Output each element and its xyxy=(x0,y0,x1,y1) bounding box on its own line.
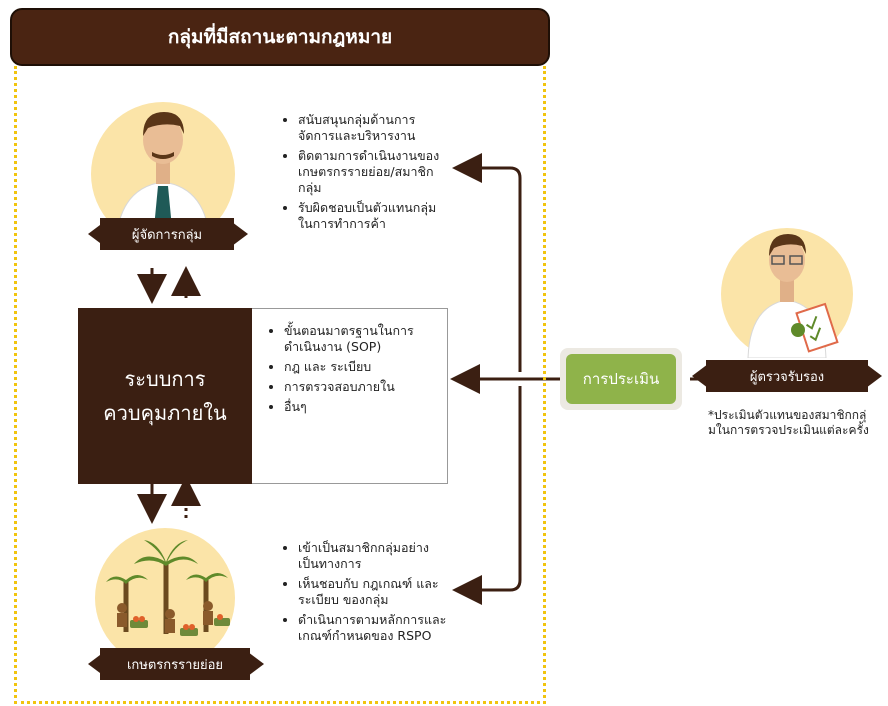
system-bullet: ขั้นตอนมาตรฐานในการดำเนินงาน (SOP) xyxy=(284,323,439,355)
manager-label-ribbon: ผู้จัดการกลุ่ม xyxy=(100,218,234,250)
internal-control-panel: ขั้นตอนมาตรฐานในการดำเนินงาน (SOP) กฎ แล… xyxy=(252,308,448,484)
auditor-note: *ประเมินตัวแทนของสมาชิกกลุ่ มในการตรวจปร… xyxy=(708,408,888,438)
system-title-line1: ระบบการ xyxy=(124,367,206,391)
farmers-ribbon-tail-right xyxy=(248,652,264,676)
manager-bullet: รับผิดชอบเป็นตัวแทนกลุ่มในการทำการค้า xyxy=(298,200,448,232)
group-frame xyxy=(14,66,546,704)
farmers-illustration xyxy=(95,528,235,664)
evaluation-box: การประเมิน xyxy=(566,354,676,404)
system-bullet: กฎ และ ระเบียบ xyxy=(284,359,439,375)
system-title-line2: ควบคุมภายใน xyxy=(103,401,227,425)
auditor-label-ribbon: ผู้ตรวจรับรอง xyxy=(706,360,868,392)
auditor-note-line2: มในการตรวจประเมินแต่ละครั้ง xyxy=(708,423,869,437)
auditor-label: ผู้ตรวจรับรอง xyxy=(749,369,825,385)
arrow-eval-to-manager xyxy=(452,153,522,372)
auditor-illustration xyxy=(721,228,853,358)
system-bullet: การตรวจสอบภายใน xyxy=(284,379,439,395)
farmers-label-ribbon: เกษตรกรรายย่อย xyxy=(100,648,250,680)
farmers-bullets: เข้าเป็นสมาชิกกลุ่มอย่างเป็นทางการ เห็นช… xyxy=(278,540,448,682)
header-title: กลุ่มที่มีสถานะตามกฎหมาย xyxy=(167,26,393,48)
farmers-bullet: ดำเนินการตามหลักการและเกณฑ์กำหนดของ RSPO xyxy=(298,612,448,644)
arrow-eval-to-farmers xyxy=(452,386,522,605)
manager-bullet: ติดตามการดำเนินงานของเกษตรกรรายย่อย/สมาช… xyxy=(298,148,448,196)
manager-bullet: สนับสนุนกลุ่มด้านการจัดการและบริหารงาน xyxy=(298,112,448,144)
auditor-ribbon-tail-right xyxy=(866,364,882,388)
system-bullet: อื่นๆ xyxy=(284,399,439,415)
manager-ribbon-tail-right xyxy=(232,222,248,246)
internal-control-box: ระบบการ ควบคุมภายใน xyxy=(78,308,252,484)
evaluation-label: การประเมิน xyxy=(582,370,660,388)
manager-label: ผู้จัดการกลุ่ม xyxy=(131,227,203,243)
auditor-note-line1: *ประเมินตัวแทนของสมาชิกกลุ่ xyxy=(708,408,867,422)
header-banner: กลุ่มที่มีสถานะตามกฎหมาย xyxy=(10,8,550,66)
manager-bullets: สนับสนุนกลุ่มด้านการจัดการและบริหารงาน ต… xyxy=(278,112,448,236)
farmers-bullet: เห็นชอบกับ กฎเกณฑ์ และ ระเบียบ ของกลุ่ม xyxy=(298,576,448,608)
auditor-ribbon-tail-left xyxy=(692,364,708,388)
farmers-label: เกษตรกรรายย่อย xyxy=(126,657,224,673)
farmers-bullet: เข้าเป็นสมาชิกกลุ่มอย่างเป็นทางการ xyxy=(298,540,448,572)
